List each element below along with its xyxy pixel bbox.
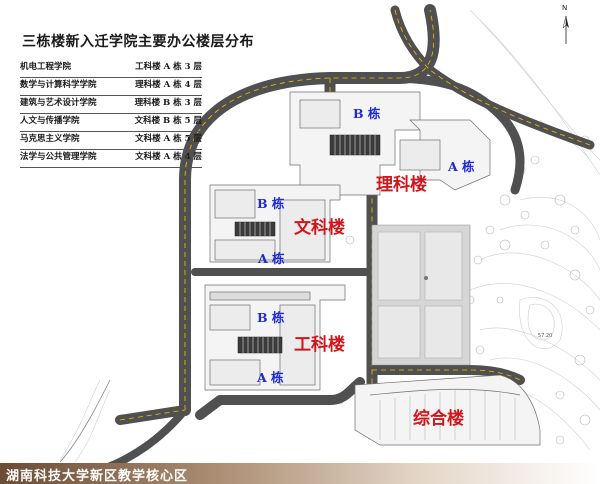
- department-location: 文科楼 A 栋 5 层: [135, 134, 202, 144]
- science-building: [289, 91, 491, 196]
- map-title: 三栋楼新入迁学院主要办公楼层分布: [22, 34, 254, 50]
- department-location: 理科楼 A 栋 4 层: [135, 80, 202, 90]
- department-name: 机电工程学院: [20, 62, 72, 72]
- department-name: 建筑与艺术设计学院: [20, 98, 97, 108]
- department-location: 理科楼 B 栋 3 层: [134, 98, 202, 108]
- department-location: 文科楼 A 栋 4 层: [135, 152, 202, 162]
- department-name: 人文与传播学院: [20, 116, 80, 126]
- north-label: N: [562, 4, 568, 12]
- science-building-label: 理科楼: [376, 175, 427, 195]
- science-wing-b-label: B 栋: [353, 106, 381, 121]
- department-table: 机电工程学院 工科楼 A 栋 3 层 数学与计算科学学院 理科楼 A 栋 4 层…: [20, 60, 202, 168]
- footer-bar: [0, 463, 600, 484]
- complex-building-label: 综合楼: [413, 409, 464, 429]
- trees: [335, 135, 595, 445]
- engineering-building-label: 工科楼: [294, 335, 345, 355]
- engineering-wing-a-label: A 栋: [257, 370, 284, 385]
- elevation-mark: 57.20: [538, 333, 553, 339]
- west-edge: [59, 379, 111, 463]
- liberal-arts-building: [209, 184, 341, 263]
- department-row: 建筑与艺术设计学院 理科楼 B 栋 3 层: [20, 96, 202, 114]
- department-location: 工科楼 A 栋 3 层: [135, 62, 202, 72]
- engineering-building: [204, 284, 346, 391]
- science-wing-a-label: A 栋: [448, 159, 475, 174]
- footer-title: 湖南科技大学新区教学核心区: [6, 469, 189, 484]
- department-name: 法学与公共管理学院: [20, 152, 97, 162]
- department-row: 人文与传播学院 文科楼 B 栋 5 层: [20, 114, 202, 132]
- liberal-arts-wing-b-label: B 栋: [257, 196, 285, 211]
- liberal-arts-building-label: 文科楼: [294, 218, 345, 238]
- complex-building: [354, 374, 541, 446]
- department-name: 马克思主义学院: [20, 134, 80, 144]
- engineering-wing-b-label: B 栋: [257, 310, 285, 325]
- department-row: 法学与公共管理学院 文科楼 A 栋 4 层: [20, 150, 202, 168]
- department-location: 文科楼 B 栋 5 层: [134, 116, 202, 126]
- liberal-arts-wing-a-label: A 栋: [258, 251, 285, 266]
- central-plaza: [371, 224, 471, 366]
- department-row: 机电工程学院 工科楼 A 栋 3 层: [20, 60, 202, 78]
- department-row: 马克思主义学院 文科楼 A 栋 5 层: [20, 132, 202, 150]
- north-arrow-icon: [562, 15, 569, 44]
- department-name: 数学与计算科学学院: [20, 80, 97, 90]
- department-row: 数学与计算科学学院 理科楼 A 栋 4 层: [20, 78, 202, 96]
